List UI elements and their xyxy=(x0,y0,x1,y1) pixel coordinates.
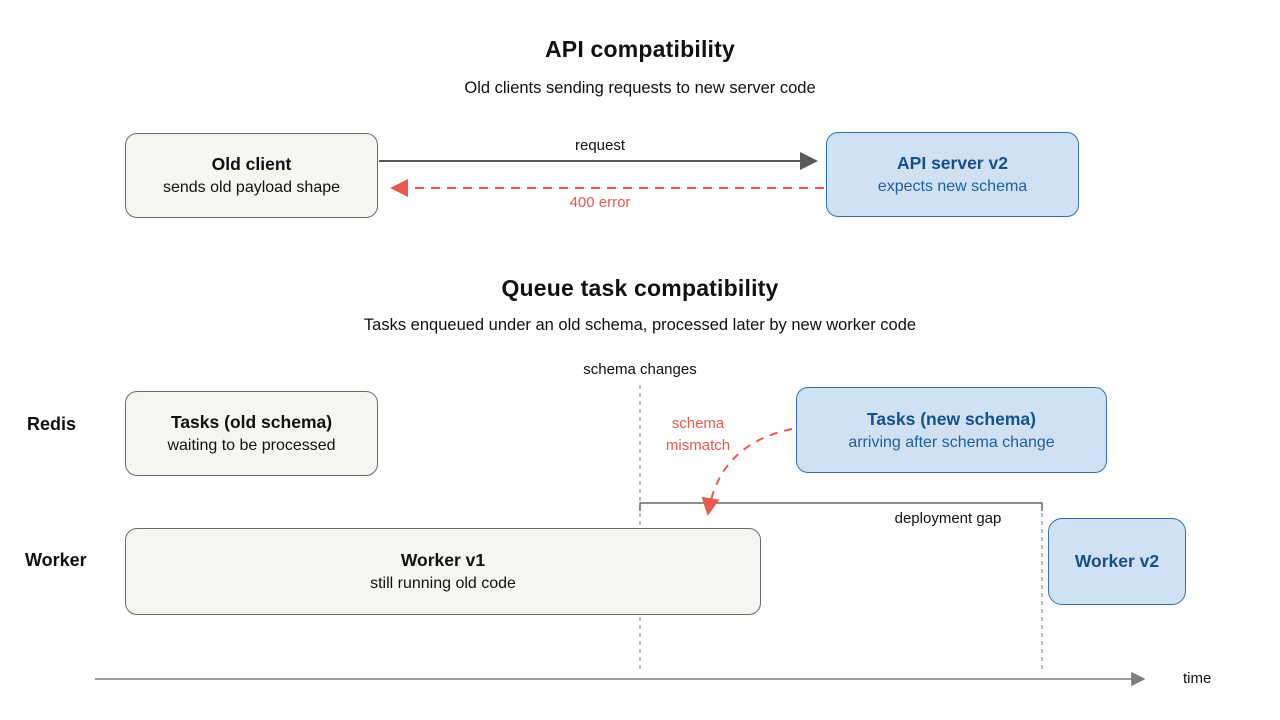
worker-v1-subtitle: still running old code xyxy=(370,575,516,593)
tasks-old-schema-title: Tasks (old schema) xyxy=(170,412,333,433)
api-server-v2-box: API server v2 expects new schema xyxy=(826,132,1079,217)
worker-v1-box: Worker v1 still running old code xyxy=(125,528,761,615)
worker-v2-title: Worker v2 xyxy=(1074,551,1160,572)
schema-mismatch-label: schema mismatch xyxy=(665,415,731,454)
queue-section-subtitle: Tasks enqueued under an old schema, proc… xyxy=(363,316,917,334)
schema-changes-label: schema changes xyxy=(583,361,697,378)
worker-v1-title: Worker v1 xyxy=(400,550,486,571)
time-axis-label: time xyxy=(1183,670,1212,687)
worker-v2-box: Worker v2 xyxy=(1048,518,1186,605)
queue-section-title: Queue task compatibility xyxy=(501,275,779,301)
old-client-box: Old client sends old payload shape xyxy=(125,133,378,218)
worker-lane-label: Worker xyxy=(25,550,87,570)
schema-mismatch-arrow xyxy=(701,428,793,516)
error-arrow-label: 400 error xyxy=(569,194,631,211)
deployment-gap-label: deployment gap xyxy=(894,510,1002,527)
tasks-new-schema-title: Tasks (new schema) xyxy=(867,408,1036,429)
tasks-old-schema-subtitle: waiting to be processed xyxy=(167,437,336,455)
api-section-title: API compatibility xyxy=(545,36,735,62)
api-section-subtitle: Old clients sending requests to new serv… xyxy=(464,79,816,97)
old-client-subtitle: sends old payload shape xyxy=(162,179,341,197)
tasks-new-schema-subtitle: arriving after schema change xyxy=(848,433,1055,451)
tasks-old-schema-box: Tasks (old schema) waiting to be process… xyxy=(125,391,378,476)
old-client-title: Old client xyxy=(211,154,292,175)
request-arrow-label: request xyxy=(574,137,626,154)
api-server-v2-subtitle: expects new schema xyxy=(877,178,1028,196)
redis-lane-label: Redis xyxy=(27,414,77,434)
deployment-gap-bracket xyxy=(639,502,1043,511)
api-server-v2-title: API server v2 xyxy=(897,153,1008,174)
tasks-new-schema-box: Tasks (new schema) arriving after schema… xyxy=(796,387,1107,473)
